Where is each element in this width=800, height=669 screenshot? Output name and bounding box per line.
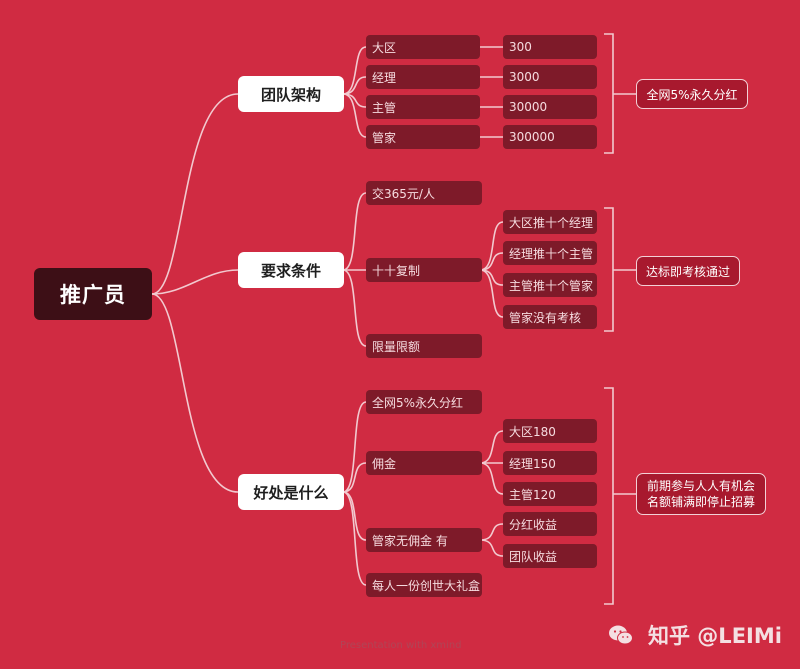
link-team-dq [342, 46, 367, 95]
topic-dividend[interactable]: 全网5%永久分红 [366, 390, 482, 414]
bracket-team [604, 33, 614, 154]
link-root-req [151, 269, 239, 295]
topic-guanjia-none[interactable]: 管家没有考核 [503, 305, 597, 329]
topic-limited[interactable]: 限量限额 [366, 334, 482, 358]
link-copy-c4 [479, 269, 504, 318]
topic-gift-box[interactable]: 每人一份创世大礼盒 [366, 573, 482, 597]
topic-guanjia-count[interactable]: 300000 [503, 125, 597, 149]
topic-ten-copy[interactable]: 十十复制 [366, 258, 482, 282]
link-req-365 [342, 192, 367, 271]
topic-commission[interactable]: 佣金 [366, 451, 482, 475]
topic-daqu[interactable]: 大区 [366, 35, 480, 59]
topic-guanjia[interactable]: 管家 [366, 125, 480, 149]
link-copy-c1 [479, 221, 504, 271]
topic-zhuguan-120[interactable]: 主管120 [503, 482, 597, 506]
topic-daqu-count[interactable]: 300 [503, 35, 597, 59]
xmind-watermark: Presentation with xmind [340, 640, 462, 651]
link-ben-gift [342, 491, 367, 586]
link-yj-c3 [479, 462, 504, 495]
topic-dividend-income[interactable]: 分红收益 [503, 512, 597, 536]
topic-zhuguan-push[interactable]: 主管推十个管家 [503, 273, 597, 297]
topic-daqu-180[interactable]: 大区180 [503, 419, 597, 443]
topic-jingli[interactable]: 经理 [366, 65, 480, 89]
link-gj-c2 [479, 539, 504, 557]
branch-team-structure[interactable]: 团队架构 [238, 76, 344, 112]
link-ben-yj [342, 462, 367, 493]
topic-fee[interactable]: 交365元/人 [366, 181, 482, 205]
link-ben-5 [342, 401, 367, 493]
topic-jingli-150[interactable]: 经理150 [503, 451, 597, 475]
summary-benefits-line1: 前期参与人人有机会 [646, 479, 755, 493]
link-gj-c1 [479, 523, 504, 541]
summary-benefits-line2: 名额铺满即停止招募 [646, 495, 755, 509]
topic-jingli-count[interactable]: 3000 [503, 65, 597, 89]
summary-team[interactable]: 全网5%永久分红 [636, 79, 748, 109]
topic-jingli-push[interactable]: 经理推十个主管 [503, 241, 597, 265]
summary-requirements[interactable]: 达标即考核通过 [636, 256, 740, 286]
topic-team-income[interactable]: 团队收益 [503, 544, 597, 568]
link-team-zg [342, 93, 367, 108]
branch-benefits[interactable]: 好处是什么 [238, 474, 344, 510]
link-req-limit [342, 269, 367, 347]
bracket-ben [604, 387, 614, 605]
branch-requirements[interactable]: 要求条件 [238, 252, 344, 288]
bracket-req [604, 207, 614, 332]
link-root-benefit [151, 293, 239, 493]
topic-zhuguan[interactable]: 主管 [366, 95, 480, 119]
root-node[interactable]: 推广员 [34, 268, 152, 320]
link-root-team [151, 93, 239, 295]
summary-benefits[interactable]: 前期参与人人有机会 名额铺满即停止招募 [636, 473, 766, 515]
link-ben-gj [342, 491, 367, 541]
zhihu-watermark: 知乎 @LEIMi [648, 624, 782, 648]
topic-daqu-push[interactable]: 大区推十个经理 [503, 210, 597, 234]
link-yj-c1 [479, 430, 504, 464]
topic-guanjia-no-commission[interactable]: 管家无佣金 有 [366, 528, 482, 552]
topic-zhuguan-count[interactable]: 30000 [503, 95, 597, 119]
link-team-gj [342, 93, 367, 138]
wechat-icon [609, 625, 633, 645]
